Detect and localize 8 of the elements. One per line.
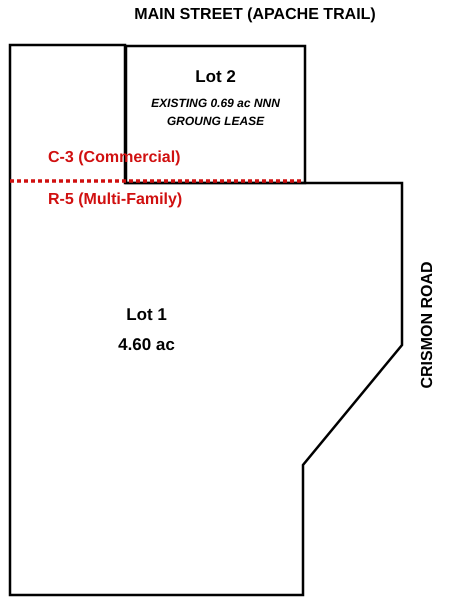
parcel-outline [9, 43, 405, 597]
lot-name: Lot 2 [194, 67, 237, 87]
zoning-label: R-5 (Multi-Family) [48, 191, 182, 209]
lease-note: EXISTING 0.69 ac NNN GROUNG LEASE [150, 95, 281, 130]
street-name: MAIN STREET (APACHE TRAIL) [133, 6, 377, 24]
lot-name: Lot 1 [125, 305, 168, 325]
lot-area: 4.60 ac [9, 335, 284, 355]
street-name: CRISMON ROAD [419, 261, 437, 389]
